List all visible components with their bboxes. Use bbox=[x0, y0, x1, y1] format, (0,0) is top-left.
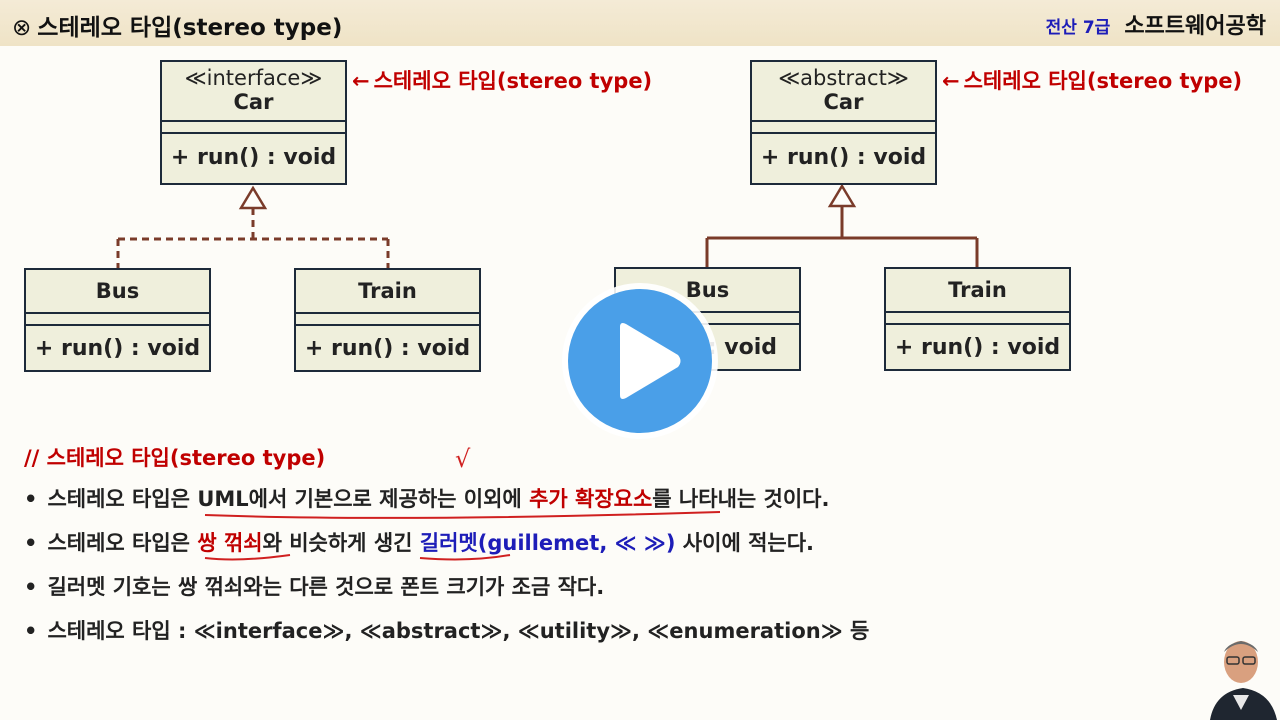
generalization-arrowhead bbox=[827, 183, 857, 208]
bullet-list: • 스테레오 타입은 UML에서 기본으로 제공하는 이외에 추가 확장요소를 나… bbox=[24, 484, 869, 660]
list-item: • 스테레오 타입 : ≪interface≫, ≪abstract≫, ≪uti… bbox=[24, 616, 869, 660]
highlight-text: 길러멧(guillemet, ≪ ≫) bbox=[419, 531, 676, 555]
handwritten-underline bbox=[204, 554, 291, 561]
list-item: • 스테레오 타입은 쌍 꺾쇠와 비슷하게 생긴 길러멧(guillemet, ≪… bbox=[24, 528, 869, 572]
class-name: Train bbox=[886, 269, 1069, 313]
header-bar: ⊗스테레오 타입(stereo type) 전산 7급 소프트웨어공학 bbox=[0, 0, 1280, 46]
text-span: 길러멧 기호는 쌍 꺾쇠와는 다른 것으로 폰트 크기가 조금 작다. bbox=[47, 575, 605, 599]
class-name: Train bbox=[296, 270, 479, 314]
slide-title-text: 스테레오 타입(stereo type) bbox=[37, 15, 343, 41]
stereotype-label: ≪interface≫ bbox=[184, 66, 323, 90]
left-arrow-icon: ← bbox=[942, 69, 960, 93]
attribute-compartment bbox=[26, 314, 209, 326]
slide-title: ⊗스테레오 타입(stereo type) bbox=[12, 8, 342, 42]
class-car-abstract: ≪abstract≫ Car + run() : void bbox=[750, 60, 937, 185]
highlight-text: 쌍 꺾쇠 bbox=[197, 531, 263, 555]
operation-label: : void bbox=[707, 335, 777, 360]
class-name-box: ≪interface≫ Car bbox=[162, 62, 345, 122]
operation-label: + run() : void bbox=[34, 336, 201, 361]
class-name: Bus bbox=[616, 269, 799, 313]
check-mark: √ bbox=[455, 445, 471, 473]
section-title: // 스테레오 타입(stereo type) bbox=[24, 446, 326, 470]
attribute-compartment bbox=[752, 122, 935, 134]
class-name: Car bbox=[233, 90, 274, 114]
handwritten-underline bbox=[204, 511, 721, 519]
text-span: 스테레오 타입은 bbox=[47, 531, 198, 555]
handwritten-underline bbox=[419, 554, 511, 561]
stereotype-label: ≪abstract≫ bbox=[778, 66, 909, 90]
stereotype-annotation: ←스테레오 타입(stereo type) bbox=[942, 65, 1242, 95]
text-span: 스테레오 타입은 bbox=[47, 487, 198, 511]
bullet-dot: • bbox=[24, 487, 38, 511]
bullet-dot: • bbox=[24, 531, 38, 555]
class-train: Train + run() : void bbox=[884, 267, 1071, 371]
course-label: 전산 7급 소프트웨어공학 bbox=[1046, 8, 1266, 40]
bullet-dot: • bbox=[24, 619, 38, 643]
class-bus: Bus + run() : void bbox=[24, 268, 211, 372]
class-name: Bus bbox=[26, 270, 209, 314]
grade-label: 전산 7급 bbox=[1045, 18, 1111, 38]
annotation-text: 스테레오 타입(stereo type) bbox=[963, 69, 1243, 93]
attribute-compartment bbox=[162, 122, 345, 134]
text-span: 사이에 적는다. bbox=[675, 531, 815, 555]
attribute-compartment bbox=[616, 313, 799, 325]
text-span: 스테레오 타입 : ≪interface≫, ≪abstract≫, ≪util… bbox=[47, 619, 870, 643]
class-car-interface: ≪interface≫ Car + run() : void bbox=[160, 60, 347, 185]
list-item: • 길러멧 기호는 쌍 꺾쇠와는 다른 것으로 폰트 크기가 조금 작다. bbox=[24, 572, 869, 616]
play-icon bbox=[620, 323, 681, 399]
text-span: 이외에 bbox=[456, 487, 530, 511]
bullet-dot: • bbox=[24, 575, 38, 599]
text-span: UML에서 기본으로 제공하는 bbox=[197, 487, 457, 511]
play-button[interactable] bbox=[568, 289, 712, 433]
operation-label: + run() : void bbox=[760, 145, 927, 170]
attribute-compartment bbox=[886, 313, 1069, 325]
realization-arrowhead bbox=[238, 185, 268, 210]
text-span: 를 나타내는 것이다. bbox=[652, 487, 830, 511]
annotation-text: 스테레오 타입(stereo type) bbox=[373, 69, 653, 93]
operation-label: + run() : void bbox=[894, 335, 1061, 360]
operation-label: + run() : void bbox=[304, 336, 471, 361]
operation-label: + run() : void bbox=[170, 145, 337, 170]
class-name: Car bbox=[823, 90, 864, 114]
circled-x-icon: ⊗ bbox=[12, 15, 32, 41]
text-span: 와 비슷하게 생긴 bbox=[262, 531, 420, 555]
presenter-video-thumbnail bbox=[1205, 630, 1280, 720]
attribute-compartment bbox=[296, 314, 479, 326]
left-arrow-icon: ← bbox=[352, 69, 370, 93]
stereotype-annotation: ←스테레오 타입(stereo type) bbox=[352, 65, 652, 95]
class-name-box: ≪abstract≫ Car bbox=[752, 62, 935, 122]
list-item: • 스테레오 타입은 UML에서 기본으로 제공하는 이외에 추가 확장요소를 나… bbox=[24, 484, 869, 528]
highlight-text: 추가 확장요소 bbox=[529, 487, 653, 511]
class-train: Train + run() : void bbox=[294, 268, 481, 372]
course-name: 소프트웨어공학 bbox=[1124, 14, 1266, 39]
